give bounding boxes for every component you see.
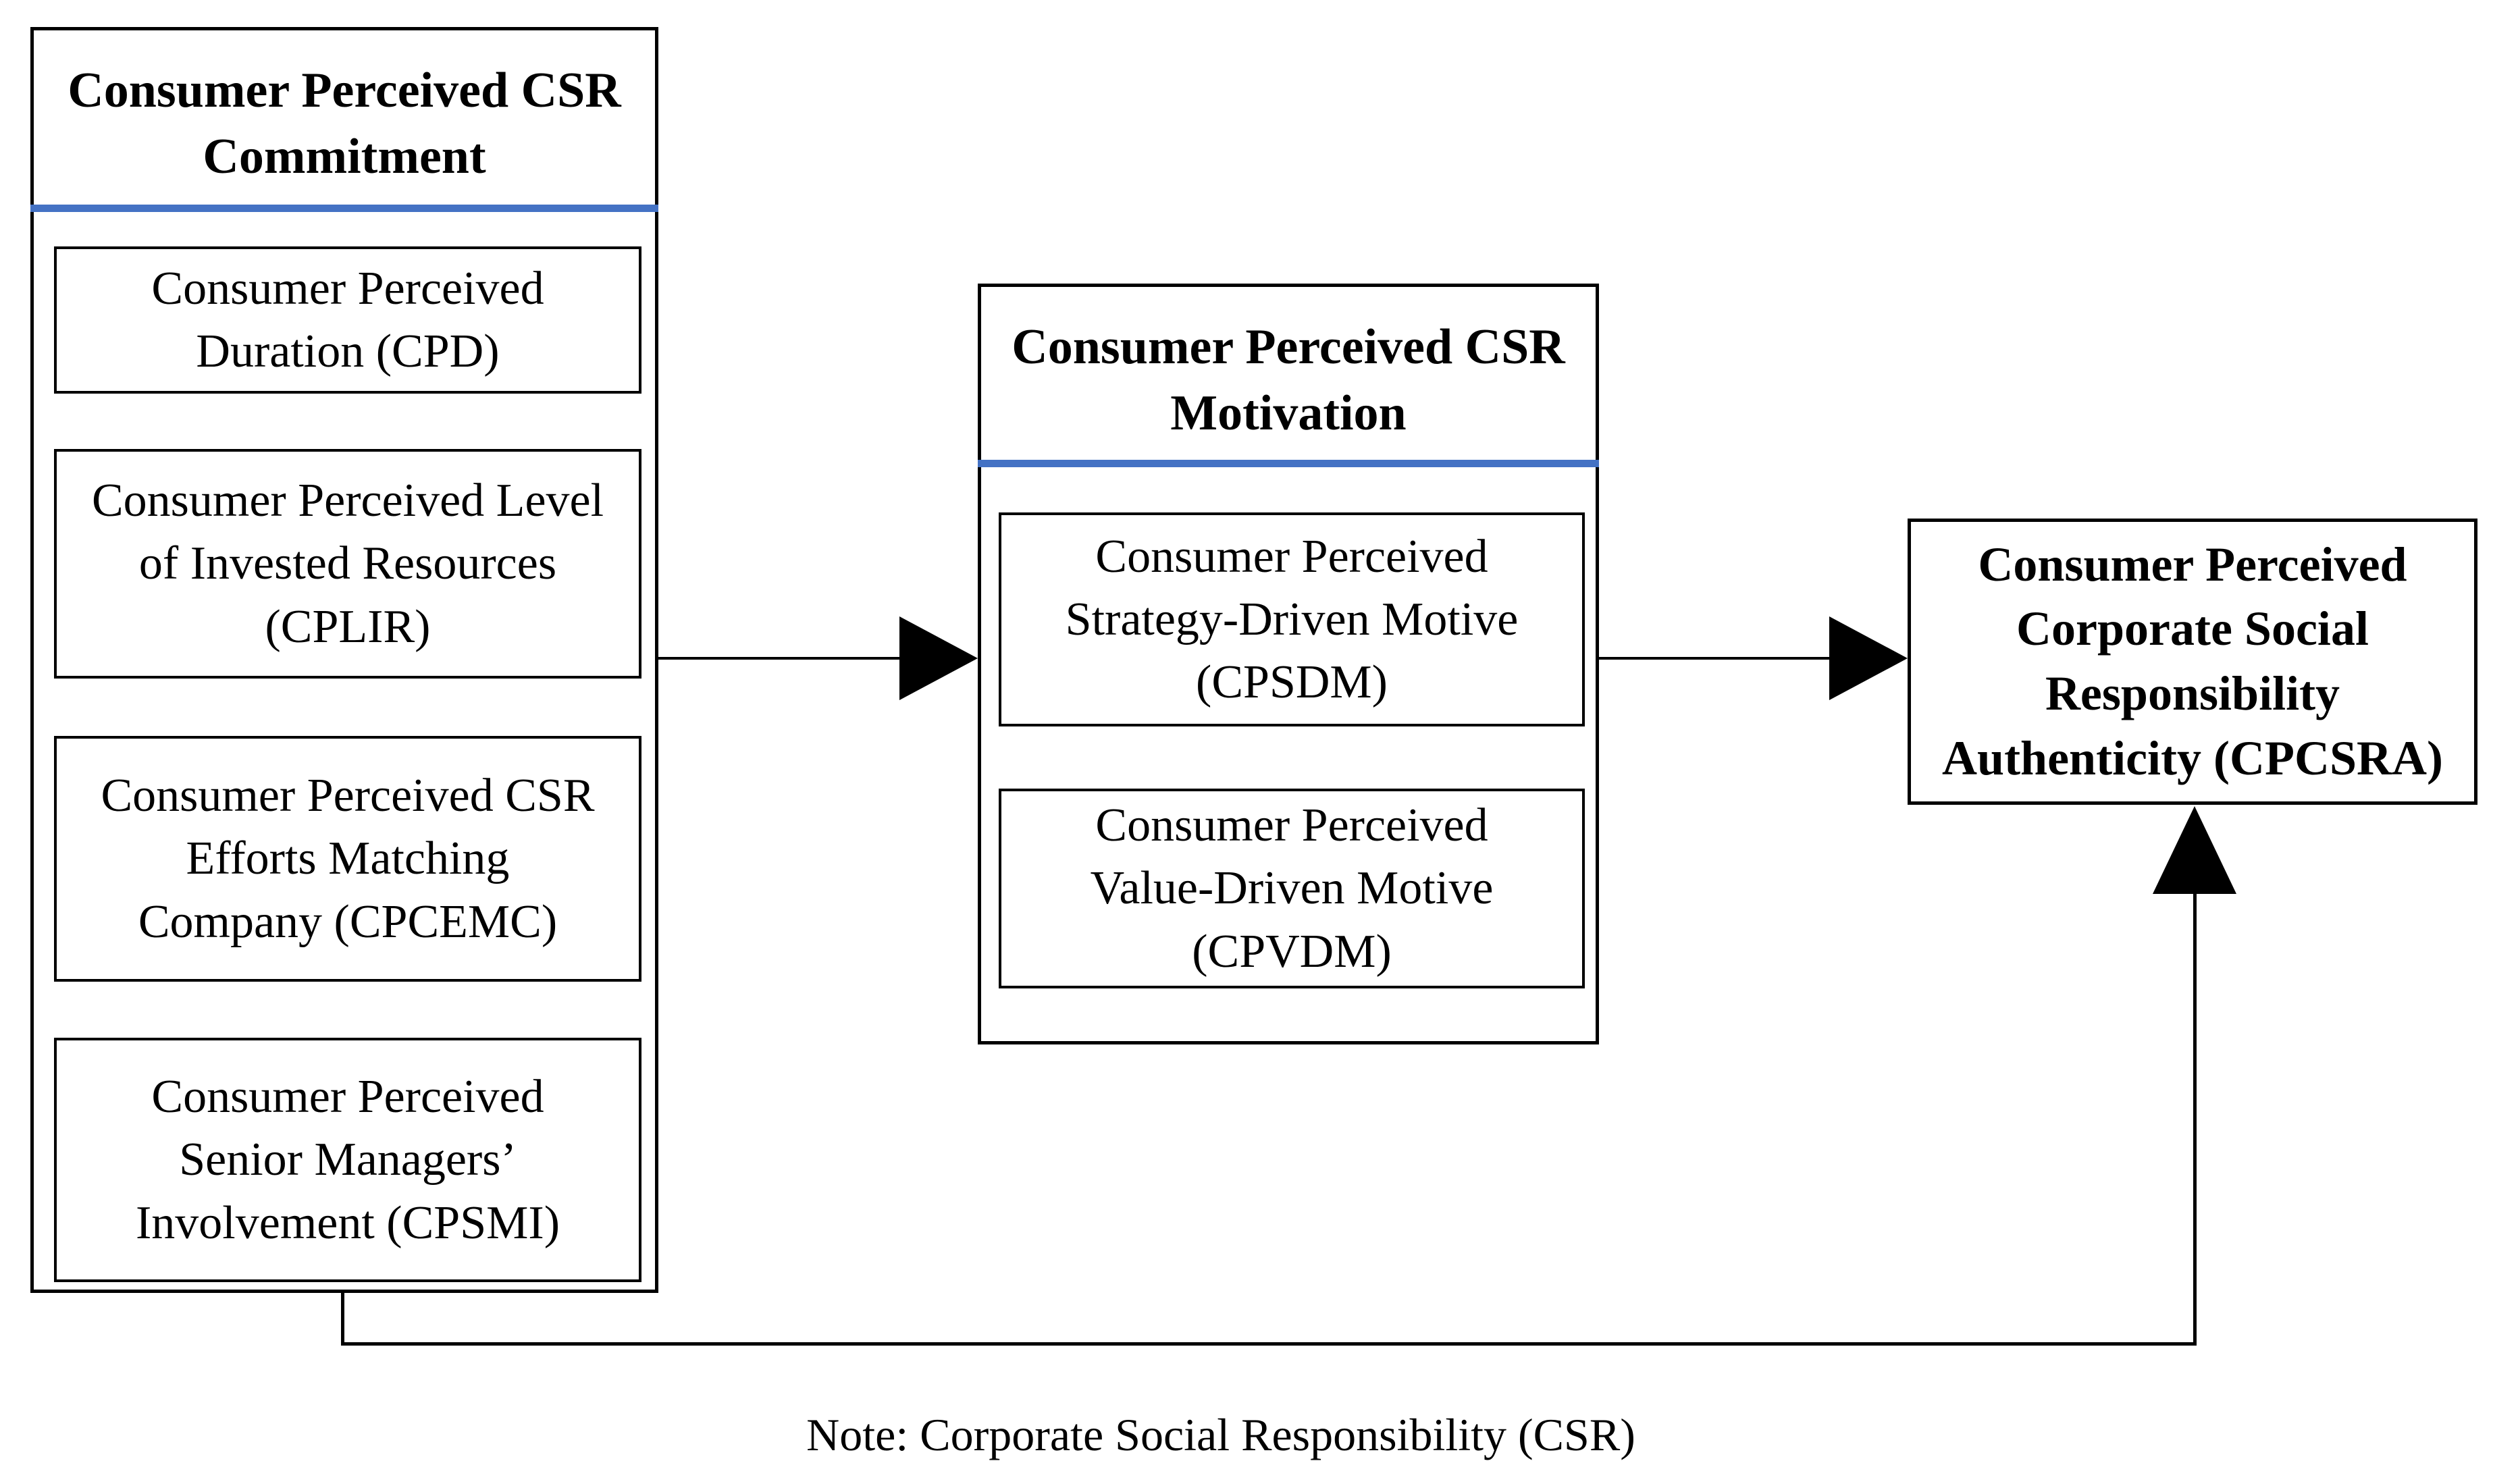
arrow-commitment-to-outcome-vertical-start xyxy=(341,1292,344,1346)
cpsdm-box: Consumer Perceived Strategy-Driven Motiv… xyxy=(999,512,1585,726)
cpvdm-label: Consumer Perceived Value-Driven Motive (… xyxy=(1090,799,1494,978)
cpvdm-box: Consumer Perceived Value-Driven Motive (… xyxy=(999,789,1585,988)
motivation-title-divider xyxy=(978,460,1599,467)
cpsdm-label: Consumer Perceived Strategy-Driven Motiv… xyxy=(1065,530,1519,709)
diagram-note: Note: Corporate Social Responsibility (C… xyxy=(806,1409,1635,1460)
motivation-group-box: Consumer Perceived CSR Motivation Consum… xyxy=(978,284,1599,1044)
cpsmi-box: Consumer Perceived Senior Managers’ Invo… xyxy=(54,1038,641,1282)
cpcemc-label: Consumer Perceived CSR Efforts Matching … xyxy=(101,770,595,948)
cplir-label: Consumer Perceived Level of Invested Res… xyxy=(91,475,604,653)
commitment-group-title: Consumer Perceived CSR Commitment xyxy=(68,63,621,185)
arrow-commitment-to-motivation-head-icon xyxy=(899,616,978,700)
arrow-commitment-to-motivation-line xyxy=(656,657,906,660)
cplir-box: Consumer Perceived Level of Invested Res… xyxy=(54,449,641,679)
commitment-group-box: Consumer Perceived CSR Commitment Consum… xyxy=(30,27,658,1293)
arrow-commitment-to-outcome-horizontal xyxy=(341,1342,2197,1346)
cpcemc-box: Consumer Perceived CSR Efforts Matching … xyxy=(54,736,641,982)
cpcsra-label: Consumer Perceived Corporate Social Resp… xyxy=(1942,537,2443,785)
arrow-commitment-to-outcome-head-icon xyxy=(2153,806,2236,894)
arrow-motivation-to-outcome-head-icon xyxy=(1829,616,1908,700)
cpsmi-label: Consumer Perceived Senior Managers’ Invo… xyxy=(135,1071,560,1249)
cpcsra-box: Consumer Perceived Corporate Social Resp… xyxy=(1908,519,2477,805)
motivation-group-title: Consumer Perceived CSR Motivation xyxy=(1012,319,1565,442)
arrow-motivation-to-outcome-line xyxy=(1596,657,1834,660)
commitment-title-divider xyxy=(30,205,658,212)
arrow-commitment-to-outcome-vertical-end xyxy=(2193,890,2197,1346)
cpd-box: Consumer Perceived Duration (CPD) xyxy=(54,246,641,394)
cpd-label: Consumer Perceived Duration (CPD) xyxy=(151,262,544,377)
